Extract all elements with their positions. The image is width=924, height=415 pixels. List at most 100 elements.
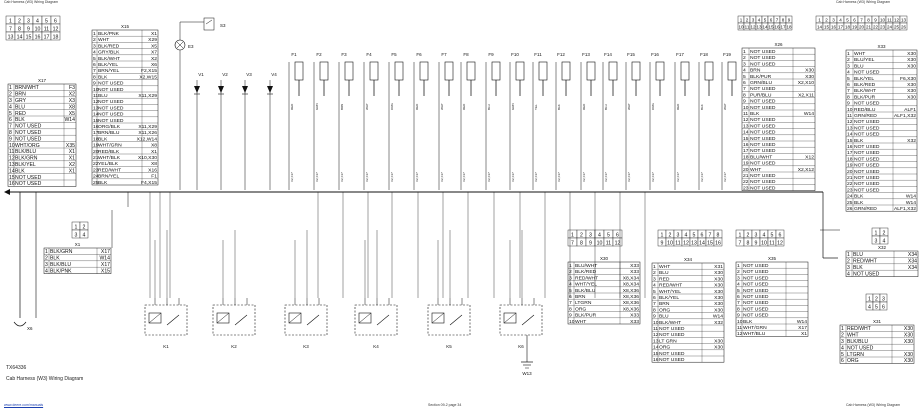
connector-cell: BLK/BLU — [15, 149, 36, 155]
connector-cell: 10 — [847, 107, 853, 113]
pin-number: 3 — [589, 233, 592, 239]
wire-label: X2,X17 — [390, 172, 394, 182]
connector-cell: BLK/PNK — [98, 31, 120, 37]
pin-number: 1 — [9, 19, 12, 25]
wire-label: BLK — [700, 104, 704, 110]
wire-label: X2,X17 — [700, 172, 704, 182]
pin-number: 6 — [54, 19, 57, 25]
connector-cell: 12 — [653, 332, 659, 338]
bus-drops — [149, 192, 646, 298]
fuse-symbol — [680, 61, 690, 81]
connector-cell: NOT USED — [15, 175, 42, 181]
connector-cell: 19 — [93, 143, 99, 149]
connector-cell: 1 — [847, 252, 850, 258]
connector-cell: W14 — [797, 319, 807, 325]
connector-cell: NOT USED — [750, 161, 776, 167]
pin-number: 15 — [26, 35, 32, 41]
connector-cell: X8 — [151, 161, 157, 167]
connector-cell: 1 — [737, 263, 740, 269]
connector-name: X35 — [768, 256, 777, 261]
connector-cell: 7 — [9, 124, 12, 130]
connector-cell: NOT USED — [854, 169, 880, 175]
connector-cell: 1 — [45, 249, 48, 255]
connector-cell: X2 — [69, 92, 75, 98]
connector-cell: X1 — [151, 31, 157, 37]
pin-number: 14 — [17, 35, 23, 41]
ground-w13: W13 — [521, 335, 533, 376]
pin-number: 4 — [758, 18, 761, 23]
connector-cell: NOT USED — [743, 294, 769, 300]
connector-cell: BLU — [659, 270, 669, 276]
relay-box — [284, 304, 328, 336]
pin-number: 4 — [763, 233, 766, 239]
connector-cell: X30 — [907, 88, 916, 94]
connector-cell: X2,X12 — [798, 167, 814, 173]
footer-link[interactable]: www.deere.com/manuals — [4, 403, 44, 407]
connector-cell: ORG — [575, 306, 586, 312]
diode-label: V4 — [271, 72, 277, 77]
header-left: Cab Harness (W3) Wiring Diagram — [4, 0, 59, 4]
connector-cell: RED/BLK — [98, 149, 120, 155]
connector-cell: RED/WHT — [853, 259, 877, 265]
connector-cell: 20 — [743, 167, 749, 173]
connector-cell: 16 — [653, 357, 659, 363]
connector-cell: GRN/RED — [854, 113, 877, 119]
connector-cell: GRN/RED — [854, 206, 877, 212]
connector-cell: NOT USED — [98, 112, 124, 118]
connector-cell: 3 — [847, 63, 850, 69]
pin-number: 5 — [45, 19, 48, 25]
connector-cell: NOT USED — [743, 288, 769, 294]
connector-cell: X5 — [151, 43, 157, 49]
connector-cell: 8 — [743, 92, 746, 98]
connector-cell: 9 — [737, 313, 740, 319]
connector-cell: NOT USED — [98, 118, 124, 124]
connector-cell: BLK/WHT — [854, 88, 876, 94]
connector-name: X30 — [600, 256, 609, 261]
pin-number: 3 — [875, 239, 878, 245]
connector-cell: 18 — [93, 136, 99, 142]
fuse-symbol — [515, 61, 525, 81]
connector-cell: 4 — [653, 283, 656, 289]
connector-cell: 4 — [93, 50, 96, 56]
pin-number: 19 — [852, 25, 858, 30]
connector-cell: X33 — [630, 319, 639, 325]
connector-cell: 12 — [9, 156, 15, 162]
wire-label: WHT — [440, 103, 444, 110]
connector-cell: NOT USED — [98, 81, 124, 87]
footer-right: Cab Harness (W3) Wiring Diagram — [846, 403, 901, 407]
connector-cell: BRN — [750, 68, 761, 74]
pin-number: 7 — [776, 18, 779, 23]
connector-cell: 2 — [743, 55, 746, 61]
pin-number: 11 — [887, 18, 892, 23]
connector-cell: 14 — [847, 132, 853, 138]
connector-cell: BLK — [854, 200, 864, 206]
connector-cell: BLU/WHT — [575, 263, 597, 269]
connector-cell: LTGRN — [575, 300, 592, 306]
connector-cell: 20 — [847, 169, 853, 175]
connector-cell: X31 — [714, 264, 723, 270]
wire-label: X2,X17 — [440, 172, 444, 182]
pin-number: 1 — [868, 297, 871, 303]
connector-cell: BLU — [15, 104, 25, 110]
fuse-label: F11 — [534, 52, 542, 57]
pin-number: 17 — [838, 25, 844, 30]
pin-number: 5 — [693, 233, 696, 239]
relay-label: K6 — [518, 344, 524, 349]
connector-cell: 10 — [569, 319, 575, 325]
connector-cell: ORG — [659, 307, 670, 313]
connector-cell: 3 — [45, 262, 48, 268]
pin-number: 22 — [873, 25, 879, 30]
diagram-title: Cab Harness (W3) Wiring Diagram — [6, 376, 84, 382]
pin-number: 24 — [887, 25, 893, 30]
connector-cell: X32 — [907, 138, 916, 144]
connector-cell: 2 — [737, 269, 740, 275]
wire-label: X2,X17 — [462, 172, 466, 182]
